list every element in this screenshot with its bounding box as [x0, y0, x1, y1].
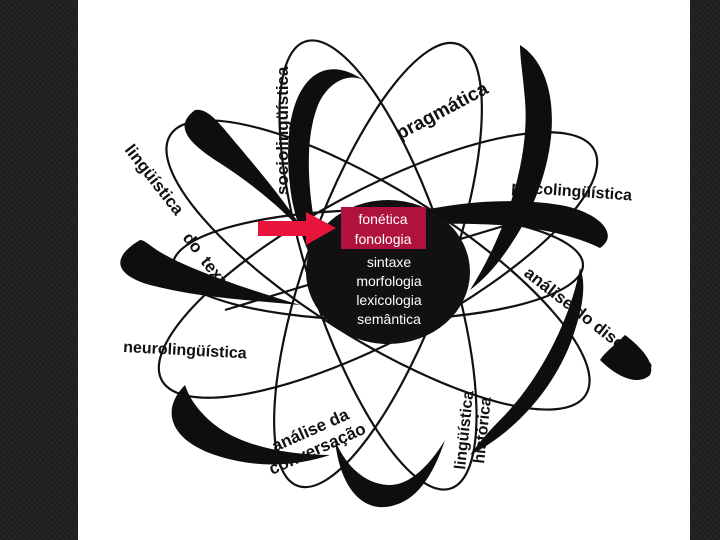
- arrow-shaft: [258, 221, 310, 236]
- core-term-sintaxe: sintaxe: [367, 254, 412, 270]
- label-linguistica-texto-1: lingüística: [121, 141, 188, 219]
- core-term-fonologia: fonologia: [355, 231, 412, 247]
- label-sociolinguistica: sociolingüística: [273, 66, 292, 195]
- core-term-lexicologia: lexicologia: [356, 292, 422, 308]
- label-linguistica-texto-2: do: [179, 229, 207, 257]
- label-analise-discurso: análise do discurso: [521, 263, 658, 376]
- label-pragmatica: pragmática: [392, 78, 492, 144]
- core-term-morfologia: morfologia: [356, 273, 422, 289]
- label-neurolinguistica: neurolingüística: [123, 339, 247, 362]
- core-term-semantica: semântica: [357, 311, 421, 327]
- core-term-fonetica: fonética: [358, 211, 407, 227]
